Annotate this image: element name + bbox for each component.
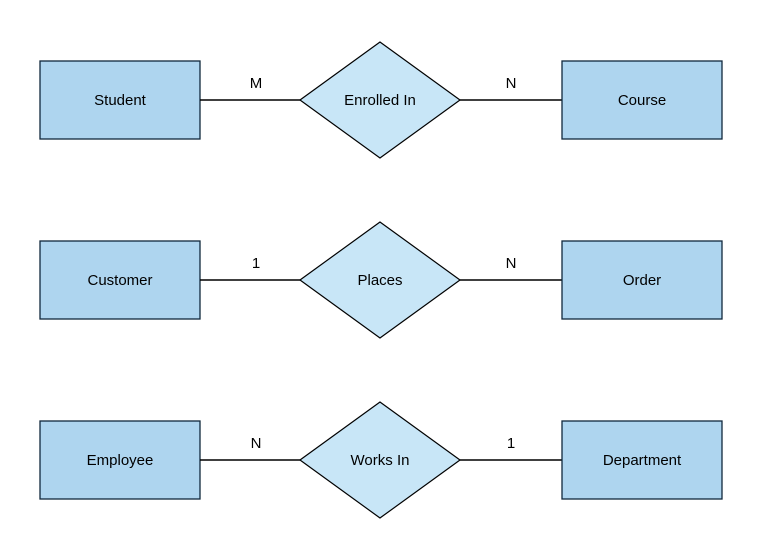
entity-course-label: Course <box>618 92 666 109</box>
er-row-employee-department: Employee N Works In 1 Department <box>39 401 723 519</box>
entity-customer-label: Customer <box>87 272 152 289</box>
cardinality-student-side: M <box>250 75 263 92</box>
cardinality-course-side: N <box>506 75 517 92</box>
cardinality-customer-side: 1 <box>252 255 260 272</box>
cardinality-department-side: 1 <box>507 435 515 452</box>
entity-employee <box>39 420 201 500</box>
relationship-enrolled-in-label: Enrolled In <box>344 92 416 109</box>
er-row-student-course: Student M Enrolled In N Course <box>39 41 723 159</box>
entity-customer <box>39 240 201 320</box>
entity-order-label: Order <box>623 272 661 289</box>
cardinality-order-side: N <box>506 255 517 272</box>
relationship-works-in-label: Works In <box>351 452 410 469</box>
er-row-customer-order: Customer 1 Places N Order <box>39 221 723 339</box>
entity-course <box>561 60 723 140</box>
entity-employee-label: Employee <box>87 452 154 469</box>
entity-department <box>561 420 723 500</box>
cardinality-employee-side: N <box>251 435 262 452</box>
entity-student <box>39 60 201 140</box>
entity-order <box>561 240 723 320</box>
entity-student-label: Student <box>94 92 147 109</box>
entity-department-label: Department <box>603 452 682 469</box>
relationship-places-label: Places <box>357 272 402 289</box>
